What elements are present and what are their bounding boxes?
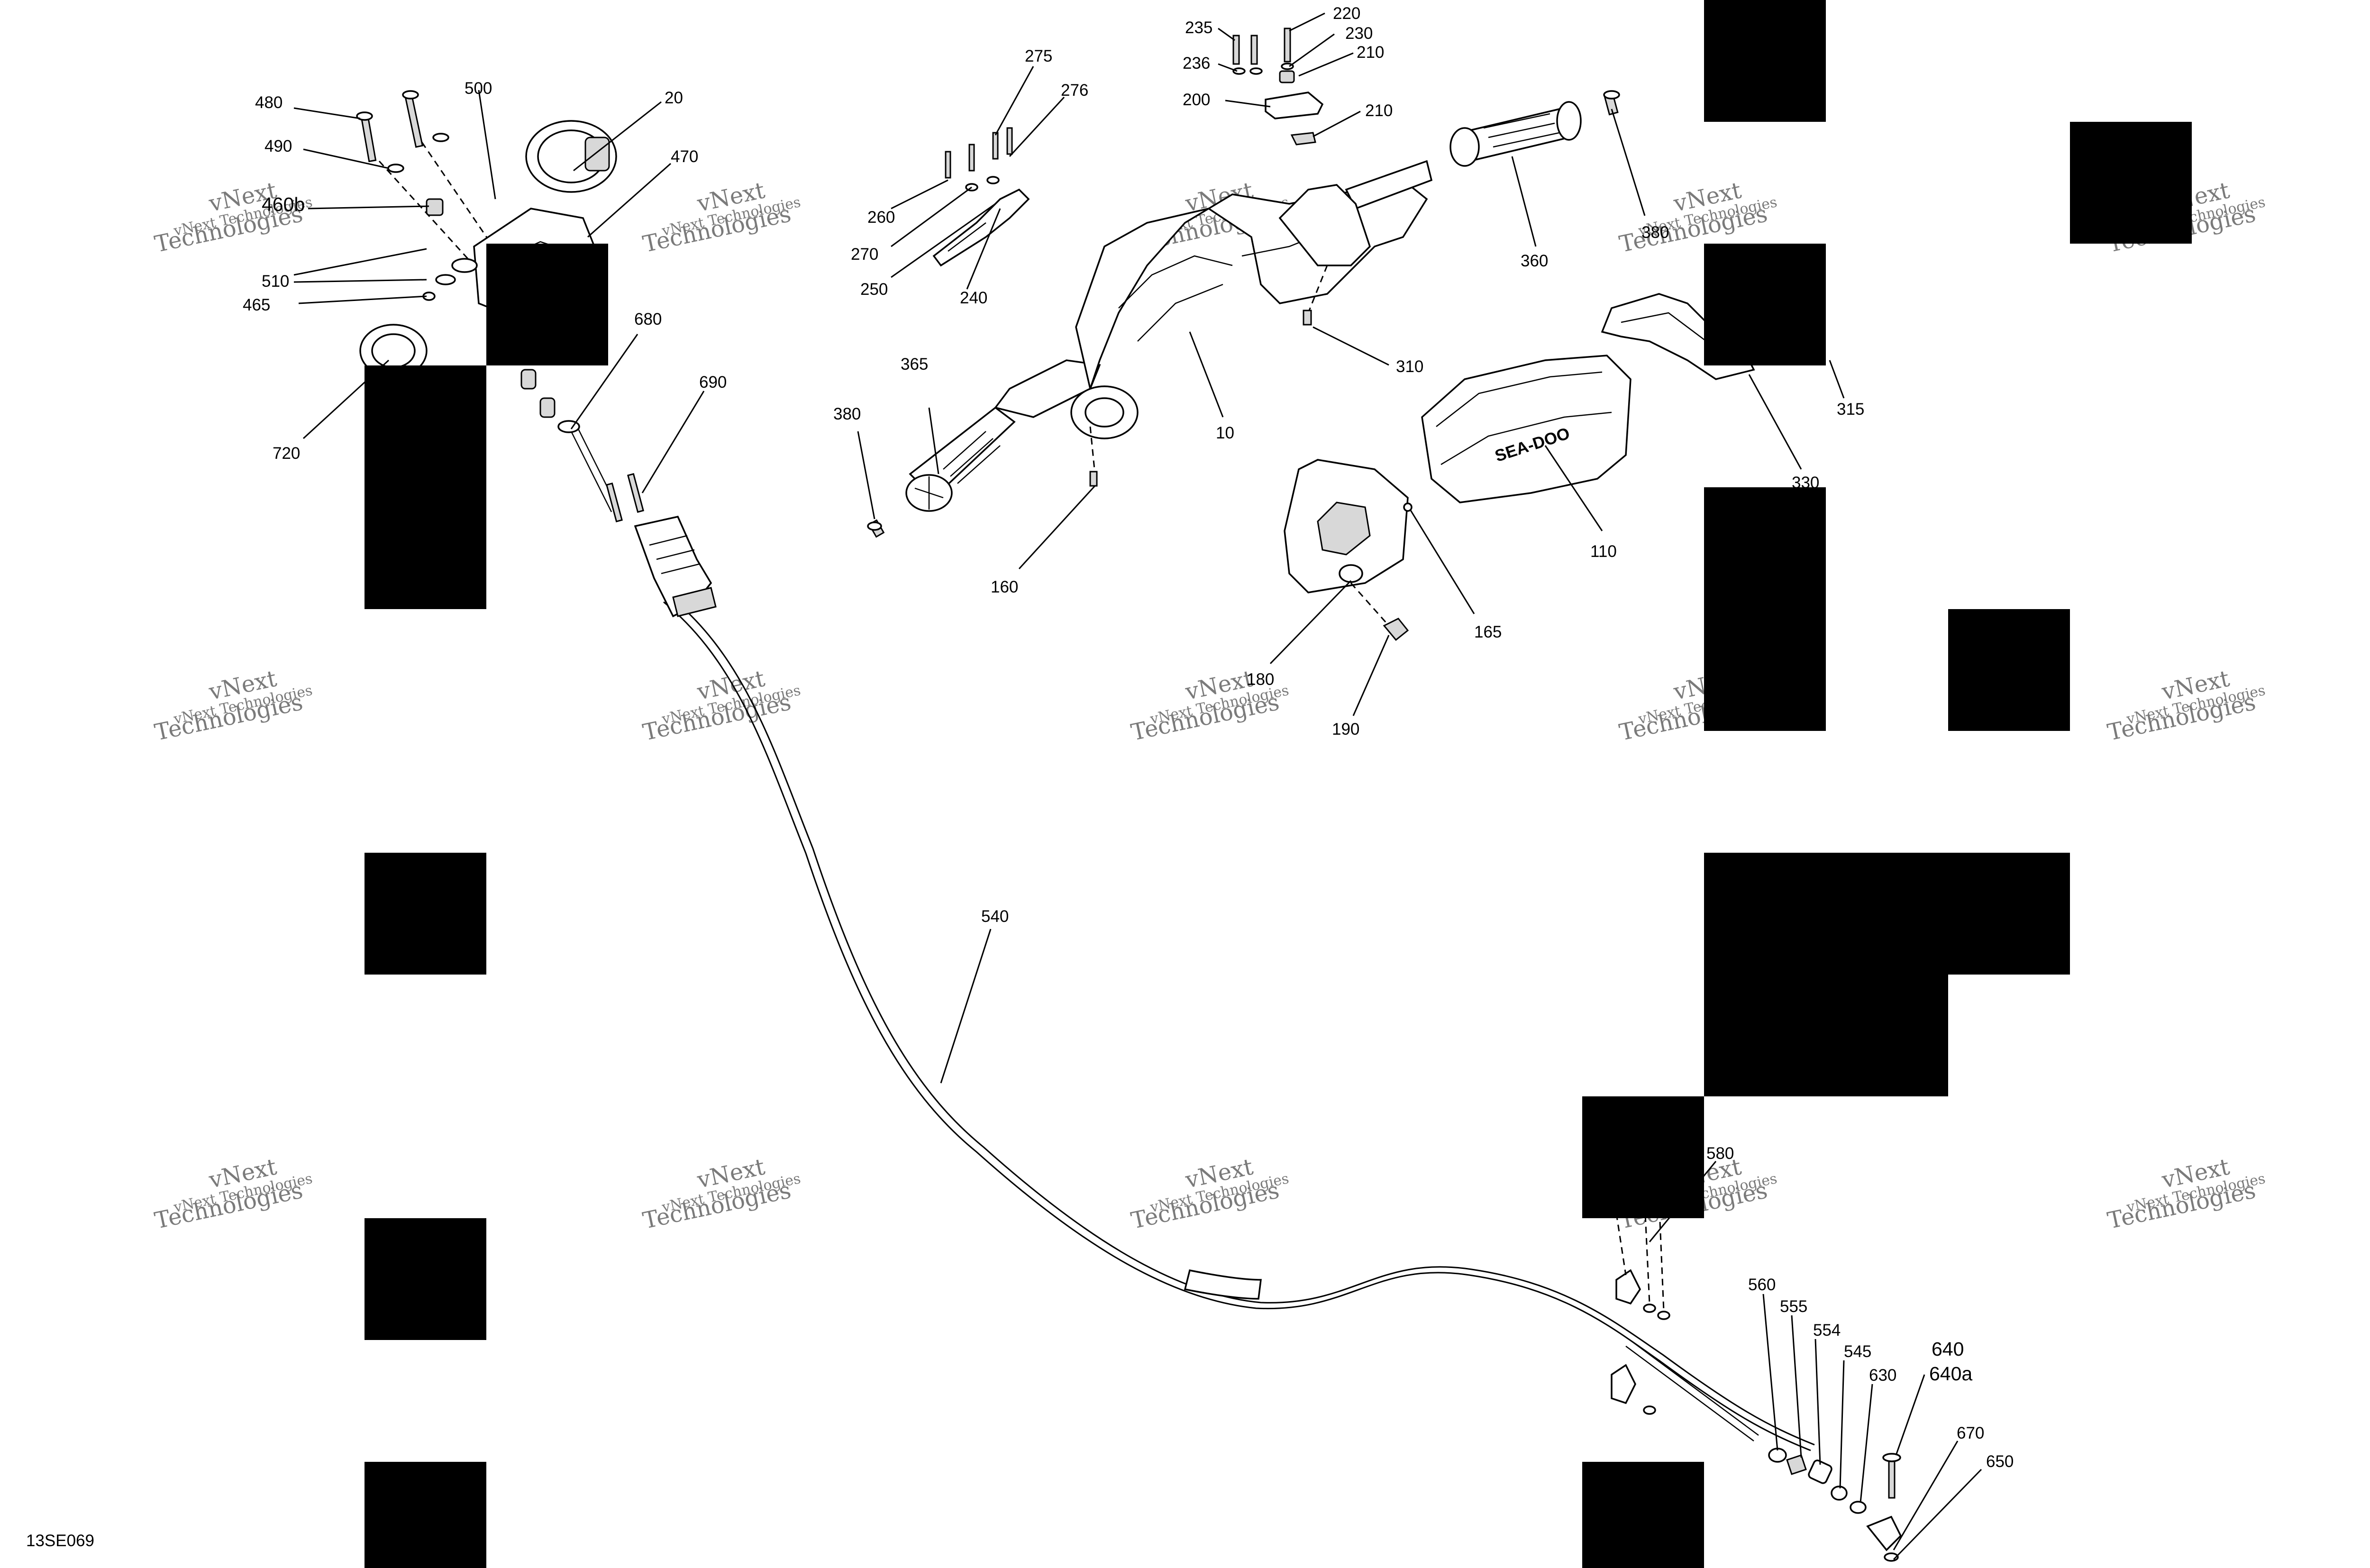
grip-360 <box>1449 90 1620 167</box>
callout-110: 110 <box>1590 542 1617 561</box>
callout-230: 230 <box>1345 24 1373 43</box>
redaction-block <box>365 1218 486 1340</box>
callout-240: 240 <box>960 289 987 307</box>
callout-labels: 480 490 460b 510 465 500 20 470 720 680 … <box>243 4 2014 1471</box>
redaction-block <box>1704 975 1948 1096</box>
callout-540: 540 <box>981 907 1009 926</box>
callout-720: 720 <box>273 444 300 463</box>
callout-10: 10 <box>1216 424 1234 442</box>
callout-380-right: 380 <box>1641 223 1669 242</box>
redaction-block <box>1704 487 1826 731</box>
callout-160: 160 <box>991 578 1018 596</box>
callout-270: 270 <box>851 245 878 264</box>
callout-560: 560 <box>1748 1276 1776 1294</box>
redaction-block <box>1582 1462 1704 1568</box>
redaction-block <box>1582 1096 1704 1218</box>
lever-assembly <box>932 127 1030 267</box>
callout-200: 200 <box>1183 91 1210 109</box>
diagram-code: 13SE069 <box>26 1532 94 1550</box>
handlebar-10 <box>994 160 1433 487</box>
cover-110: SEA-DOO <box>1421 355 1632 503</box>
callout-460b: 460b <box>262 193 305 215</box>
callout-250: 250 <box>860 280 888 299</box>
callout-236: 236 <box>1183 54 1210 73</box>
redaction-block <box>1704 853 2070 975</box>
redaction-block <box>2070 122 2192 244</box>
callout-480: 480 <box>255 93 283 112</box>
callout-690: 690 <box>699 373 727 392</box>
callout-670: 670 <box>1957 1424 1984 1442</box>
callout-235: 235 <box>1185 18 1212 37</box>
redaction-block <box>1948 609 2070 731</box>
callout-310: 310 <box>1396 357 1423 376</box>
redaction-block <box>365 1462 486 1568</box>
redaction-blocks <box>365 0 2192 1568</box>
redaction-block <box>486 244 608 365</box>
switch-housing-180 <box>1284 459 1413 641</box>
callout-650: 650 <box>1986 1452 2014 1471</box>
callout-210-top: 210 <box>1357 43 1384 62</box>
callout-275: 275 <box>1025 47 1052 65</box>
callout-545: 545 <box>1844 1342 1871 1361</box>
cable-end-assembly <box>1611 1199 1902 1562</box>
callout-315: 315 <box>1837 400 1864 419</box>
callout-190: 190 <box>1332 720 1359 738</box>
redaction-block <box>1704 244 1826 365</box>
callout-360: 360 <box>1521 252 1548 270</box>
callout-555: 555 <box>1780 1297 1807 1316</box>
callout-260: 260 <box>867 208 895 227</box>
grip-365 <box>867 406 1016 538</box>
callout-630: 630 <box>1869 1366 1896 1385</box>
callout-276: 276 <box>1061 81 1088 100</box>
small-parts-cluster <box>1232 27 1324 146</box>
callout-20: 20 <box>665 89 683 107</box>
callout-470: 470 <box>671 147 698 166</box>
callout-210-mid: 210 <box>1365 101 1393 120</box>
callout-580: 580 <box>1706 1144 1734 1163</box>
callout-380-left: 380 <box>833 405 861 423</box>
callout-510: 510 <box>262 272 289 291</box>
callout-680: 680 <box>634 310 662 328</box>
redaction-block <box>365 853 486 975</box>
callout-180: 180 <box>1247 670 1274 689</box>
leader-lines <box>293 12 1982 1560</box>
callout-640: 640 <box>1932 1338 1964 1360</box>
callout-465: 465 <box>243 296 270 314</box>
redaction-block <box>365 365 486 609</box>
callout-490: 490 <box>264 137 292 155</box>
callout-554: 554 <box>1813 1321 1841 1340</box>
callout-365: 365 <box>901 355 928 374</box>
callout-640a: 640a <box>1929 1363 1972 1385</box>
callout-220: 220 <box>1333 4 1360 23</box>
callout-500: 500 <box>465 79 492 98</box>
redaction-block <box>1704 0 1826 122</box>
callout-165: 165 <box>1474 623 1502 641</box>
